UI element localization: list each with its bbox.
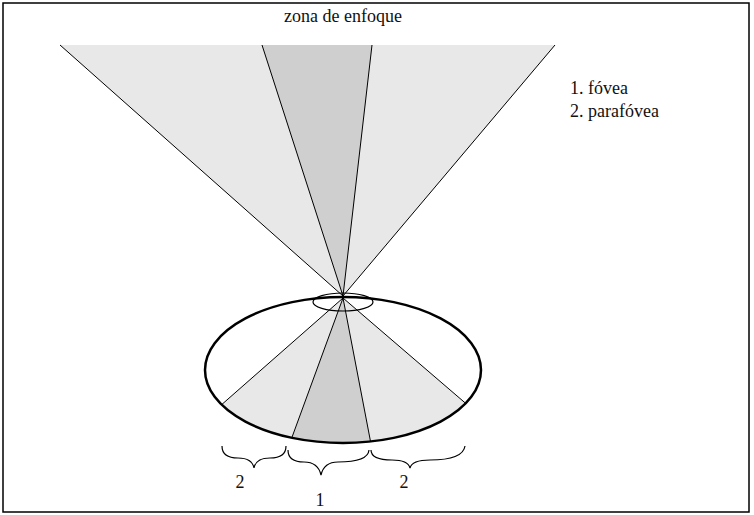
ray [262, 45, 343, 296]
ray [343, 45, 372, 296]
ray [343, 45, 555, 296]
bracket [288, 450, 369, 475]
bracket [222, 446, 286, 468]
lens [313, 293, 373, 311]
legend-note: 1. fóvea [570, 78, 628, 99]
focus-cone [60, 45, 555, 296]
focus-zone-label: zona de enfoque [284, 6, 402, 27]
eyeball [205, 297, 481, 443]
bracket [371, 446, 465, 468]
frame [3, 3, 749, 512]
retina-projection [170, 298, 520, 470]
callout-number: 2 [236, 472, 245, 493]
callout-number: 1 [316, 490, 325, 511]
legend-note: 2. parafóvea [570, 101, 659, 122]
ray [60, 45, 343, 296]
fovea-cone [262, 45, 372, 296]
callout-number: 2 [400, 472, 409, 493]
